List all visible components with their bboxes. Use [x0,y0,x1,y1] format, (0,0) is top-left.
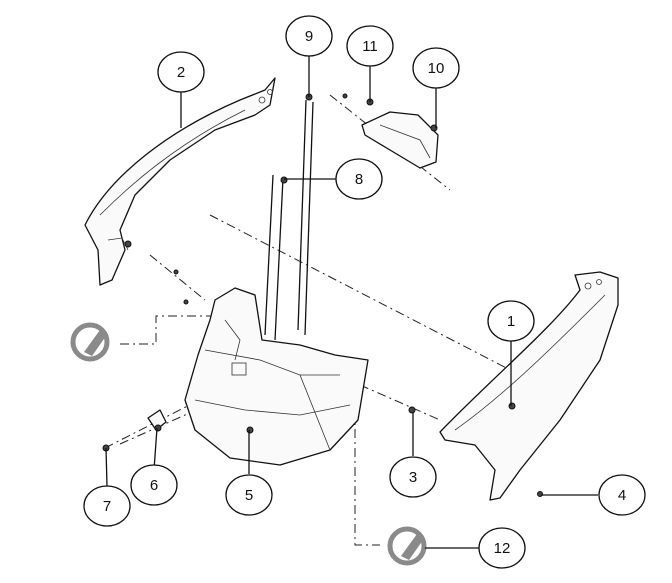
svg-text:10: 10 [428,60,445,77]
lubrication-icon [70,322,110,362]
lubrication-icon [387,526,427,566]
svg-text:12: 12 [494,540,511,557]
svg-text:8: 8 [355,171,363,188]
callout-7: 7 [83,485,131,527]
part-6-clip [147,409,167,431]
svg-text:9: 9 [305,28,313,45]
callout-8: 8 [335,158,383,200]
part-2-left-cowl [84,77,276,286]
callout-1: 1 [487,300,535,342]
svg-text:3: 3 [409,469,417,486]
svg-text:2: 2 [177,64,185,81]
callout-9: 9 [285,15,333,57]
callout-12: 12 [478,527,526,569]
callout-5: 5 [225,474,273,516]
part-10-bracket [361,111,439,169]
callout-11: 11 [346,25,394,67]
svg-text:5: 5 [245,487,253,504]
callout-4: 4 [598,474,646,516]
part-8-rods [264,174,288,341]
svg-text:11: 11 [362,38,378,55]
part-1-right-panel [439,271,619,501]
callout-3: 3 [389,456,437,498]
leader-lines [105,56,598,549]
fasteners [102,93,543,497]
svg-text:6: 6 [150,477,158,494]
svg-text:4: 4 [618,487,626,504]
svg-text:7: 7 [103,498,111,515]
callout-2: 2 [157,51,205,93]
callout-6: 6 [130,464,178,506]
svg-text:1: 1 [507,313,515,330]
part-5-front-cover [184,287,369,466]
callout-10: 10 [412,47,460,89]
part-9-rods [297,93,314,336]
